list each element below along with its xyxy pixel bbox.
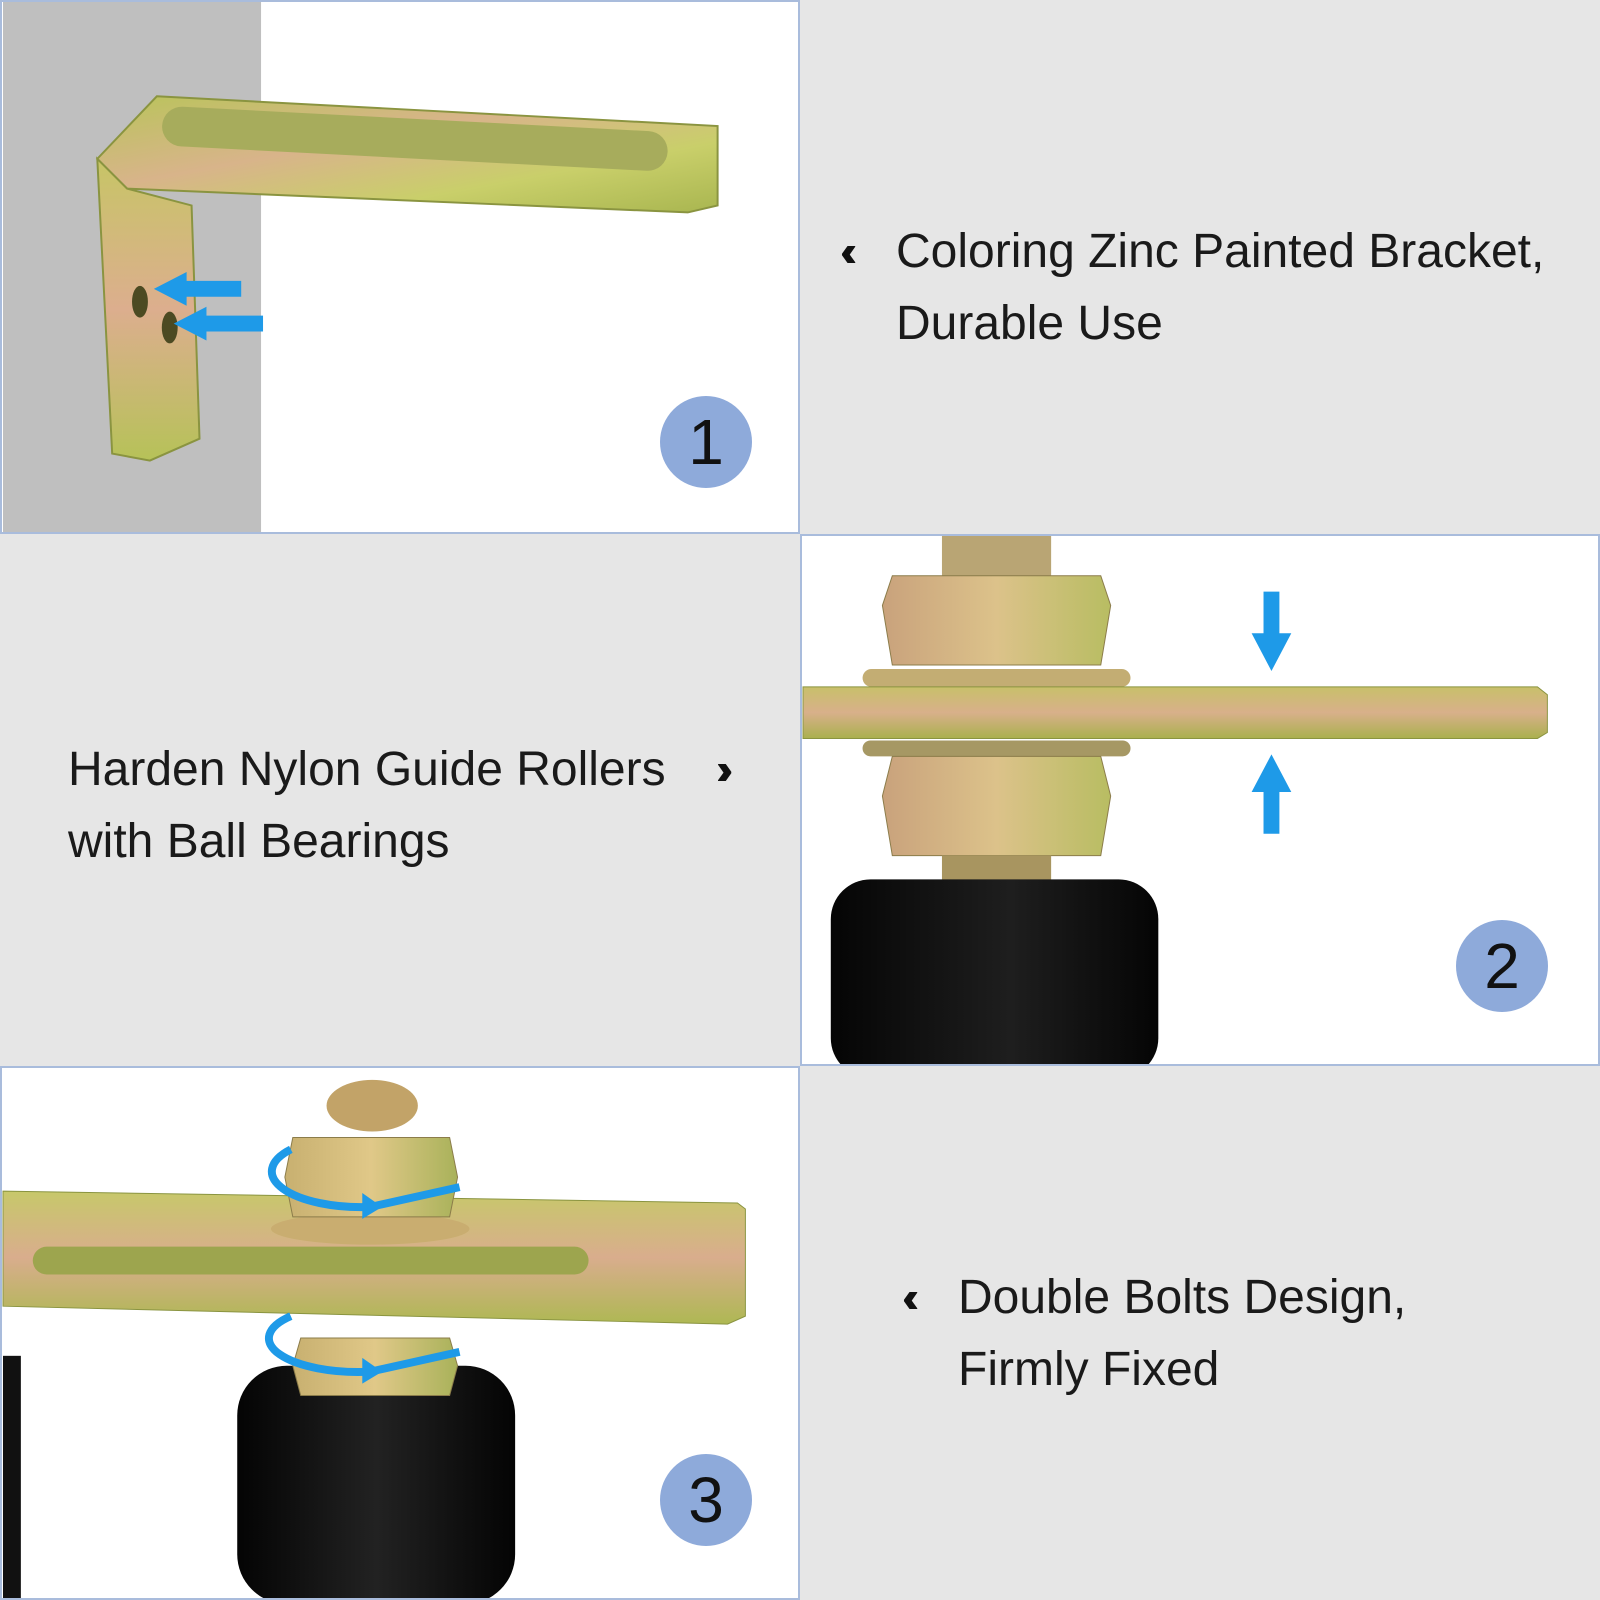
arrowhead-icon (362, 1193, 383, 1219)
caption-line: Durable Use (896, 297, 1163, 350)
caption-line: Firmly Fixed (958, 1343, 1220, 1396)
arrow-left-icon (153, 271, 242, 306)
bolt-hole-1 (132, 285, 148, 318)
caption-line: Double Bolts Design, (958, 1271, 1407, 1324)
washer (270, 1212, 470, 1245)
feature-text-panel-1: ‹‹ Coloring Zinc Painted Bracket, Durabl… (800, 0, 1600, 534)
bolt-hole-2 (161, 311, 178, 344)
caption-line: with Ball Bearings (68, 815, 450, 868)
step-badge-3: 3 (660, 1454, 752, 1546)
caption-line: Harden Nylon Guide Rollers (68, 743, 666, 796)
second-roller-edge (2, 1355, 21, 1598)
nylon-roller (830, 879, 1159, 1064)
double-chevron-right-icon: ›› (716, 745, 734, 794)
nylon-roller (237, 1365, 516, 1598)
double-chevron-left-icon: ‹‹ (840, 227, 858, 276)
bracket-leg (96, 156, 201, 462)
bracket-photo-panel: 1 (0, 0, 800, 534)
arrow-up-icon (1251, 754, 1292, 834)
bracket-slot (32, 1246, 589, 1275)
double-chevron-left-icon: ‹‹ (902, 1273, 920, 1322)
double-bolts-photo-panel: 3 (0, 1066, 800, 1600)
top-nut (881, 575, 1112, 666)
caption-line: Coloring Zinc Painted Bracket, (896, 225, 1545, 278)
roller-illustration (802, 536, 1548, 1064)
step-badge-2: 2 (1456, 920, 1548, 1012)
top-washer (862, 668, 1131, 687)
arrow-down-icon (1251, 591, 1292, 671)
roller-photo-panel: 2 (800, 534, 1600, 1066)
arrowhead-icon (362, 1357, 383, 1384)
rotate-arrow-icon (264, 1312, 461, 1376)
bottom-nut (881, 755, 1112, 857)
rotate-arrow-icon (267, 1145, 461, 1212)
bracket-bar (802, 686, 1548, 739)
bolt-tip (326, 1079, 418, 1132)
feature-text-panel-3: ‹‹ Double Bolts Design, Firmly Fixed (800, 1066, 1600, 1600)
arrow-left-icon (173, 306, 264, 341)
feature-caption-3: Double Bolts Design, Firmly Fixed (958, 1262, 1406, 1406)
feature-caption-1: Coloring Zinc Painted Bracket, Durable U… (896, 216, 1544, 360)
thread-top (941, 536, 1052, 576)
feature-caption-2: Harden Nylon Guide Rollers with Ball Bea… (68, 734, 666, 878)
feature-text-panel-2: Harden Nylon Guide Rollers with Ball Bea… (0, 534, 800, 1068)
bottom-washer (862, 740, 1131, 757)
bracket-slot (162, 106, 668, 171)
step-badge-1: 1 (660, 396, 752, 488)
double-bolts-illustration (2, 1079, 746, 1598)
bracket-illustration (2, 2, 719, 532)
